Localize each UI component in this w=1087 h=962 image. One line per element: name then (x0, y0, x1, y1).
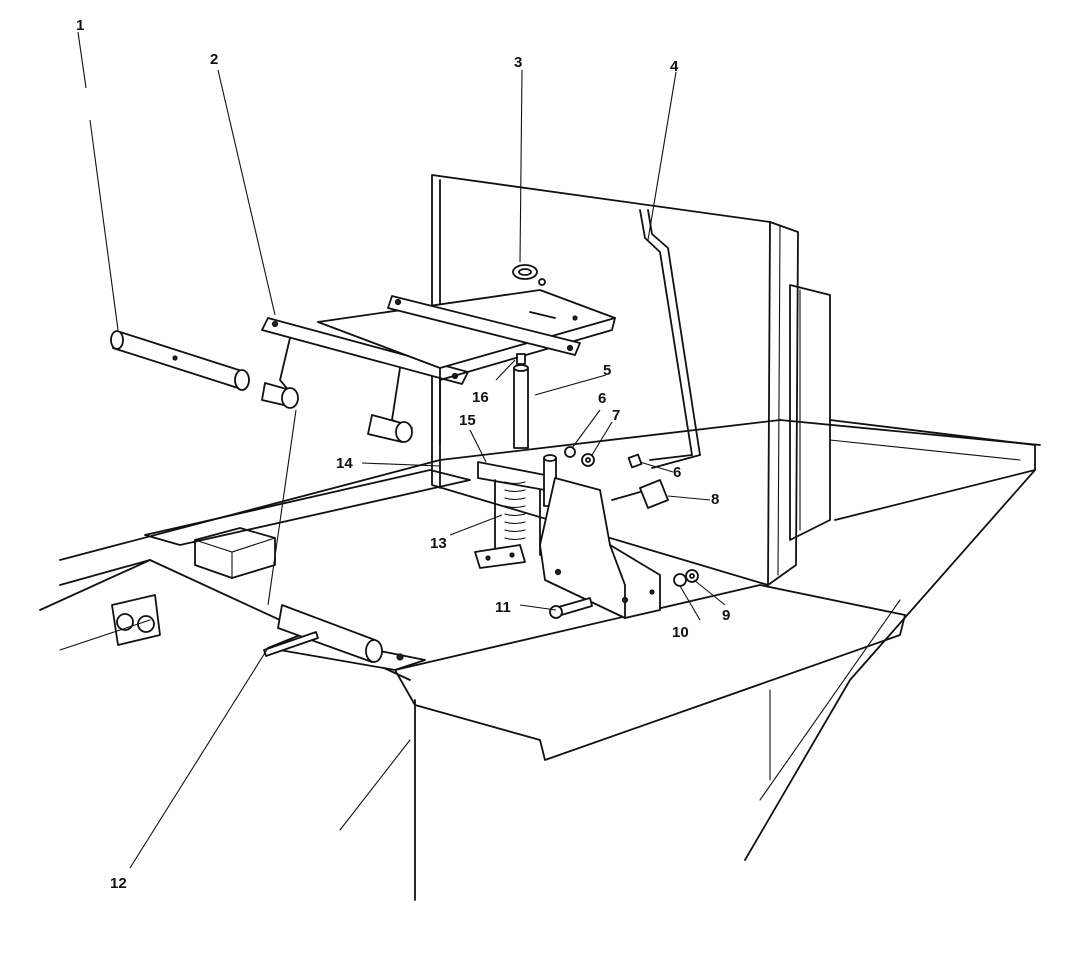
callout-10: 10 (672, 624, 689, 641)
callout-16: 16 (472, 389, 489, 406)
part-12-hinge (263, 604, 426, 671)
callout-8: 8 (711, 491, 719, 508)
part-2-lever-bracket (261, 317, 469, 443)
callout-7: 7 (612, 407, 620, 424)
callout-labels: 1 2 3 4 5 6 6 7 8 9 10 11 12 13 14 15 16 (76, 17, 730, 892)
callout-4: 4 (670, 58, 679, 75)
callout-11: 11 (495, 599, 511, 616)
callout-15: 15 (459, 412, 476, 429)
part-5-post (513, 353, 529, 449)
callout-6a: 6 (598, 390, 606, 407)
callout-14: 14 (336, 455, 353, 472)
part-1-shaft (110, 330, 250, 391)
back-panel (431, 174, 799, 586)
part-13-spring-assembly (474, 454, 557, 569)
hardware-nuts-washers (549, 446, 699, 619)
callout-5: 5 (603, 362, 611, 379)
mounting-bracket (539, 477, 661, 619)
part-4-rod (639, 209, 701, 469)
callout-13: 13 (430, 535, 447, 552)
leader-lines (77, 31, 726, 869)
callout-6b: 6 (673, 464, 681, 481)
callout-2: 2 (210, 51, 218, 68)
callout-9: 9 (722, 607, 730, 624)
callout-3: 3 (514, 54, 522, 71)
callout-1: 1 (76, 17, 84, 34)
cover-plate (317, 289, 616, 446)
callout-12: 12 (110, 875, 127, 892)
part-3-ring (512, 264, 546, 286)
cabinet-body (39, 284, 1041, 901)
